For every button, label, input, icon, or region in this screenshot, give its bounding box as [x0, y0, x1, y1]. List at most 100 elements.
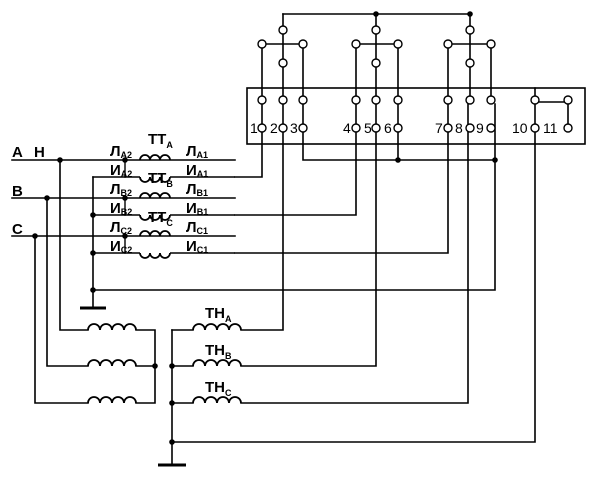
ct-a: [124, 154, 235, 183]
svg-text:ТНA: ТНA: [205, 305, 232, 324]
terminal-t6-upper-icon: [393, 95, 403, 105]
ct-b-i1-sub: B1: [197, 207, 209, 217]
vt-c-phase: C: [225, 388, 232, 398]
svg-text:ИC1: ИC1: [186, 238, 208, 255]
bus-dot-6: [395, 157, 401, 163]
ct-bus-dot-c: [90, 250, 96, 256]
ct-c: [124, 230, 235, 259]
terminal-group-a-mid-icon: [278, 58, 288, 68]
ct-a-l1-sub: A1: [197, 150, 209, 160]
terminal-group-b-right-icon: [393, 39, 403, 49]
svg-text:ИB1: ИB1: [186, 200, 208, 217]
terminal-7-label: 7: [435, 120, 443, 136]
ct-a-secondary-wires: [124, 160, 235, 178]
terminal-t7-upper-icon: [443, 95, 453, 105]
svg-text:ИB2: ИB2: [110, 200, 132, 217]
terminal-t3-upper-icon: [298, 95, 308, 105]
vt-a-secondary-coil: [192, 323, 242, 331]
terminal-t5-icon: [371, 123, 381, 133]
bus-terminals-3-6-9: [302, 103, 496, 161]
ct-return-to-terminal-9: [92, 103, 496, 291]
group-a-links: [261, 33, 304, 99]
terminal-5-label: 5: [364, 120, 372, 136]
terminal-11-label: 11: [543, 120, 558, 136]
svg-text:ЛA1: ЛA1: [186, 143, 208, 160]
terminal-top-link-c-icon: [465, 25, 475, 35]
terminal-t1-icon: [257, 123, 267, 133]
terminal-10-label: 10: [512, 120, 528, 136]
ct-a-l2-sub: A2: [121, 150, 133, 160]
vt-a-primary-coil: [87, 323, 137, 331]
terminal-t9-upper-icon: [486, 95, 496, 105]
terminal-t1-upper-icon: [257, 95, 267, 105]
ct-a-i1-sub: A1: [197, 169, 209, 179]
ct-b-i2-sub: B2: [121, 207, 133, 217]
svg-text:ЛC1: ЛC1: [186, 219, 208, 236]
vt-b-phase: B: [225, 351, 232, 361]
terminal-group-c-mid-icon: [465, 58, 475, 68]
terminal-4-label: 4: [343, 120, 351, 136]
ct-c-secondary-wires: [124, 236, 235, 254]
ct-c-l1-sub: C1: [197, 226, 209, 236]
terminal-block-top-links: [261, 11, 569, 128]
terminal-2-label: 2: [270, 120, 278, 136]
vt-b-primary-lead: [46, 197, 89, 367]
vt-b-secondary-coil: [192, 359, 242, 367]
terminal-t11-icon: [563, 123, 573, 133]
top-link-dot-right: [467, 11, 473, 17]
vt-c-primary-coil: [87, 396, 137, 404]
ct-c-phase: C: [166, 218, 173, 228]
svg-text:ЛB1: ЛB1: [186, 181, 208, 198]
ct-c-i1-sub: C1: [197, 245, 209, 255]
terminal-3-label: 3: [290, 120, 298, 136]
svg-text:ТНB: ТНB: [205, 342, 232, 361]
ct-secondary-leads: [234, 103, 449, 254]
terminal-t10-icon: [530, 123, 540, 133]
terminal-t3-icon: [298, 123, 308, 133]
ct-c-l1: Л: [186, 219, 197, 236]
svg-text:ЛB2: ЛB2: [110, 181, 132, 198]
bus-dot-9: [492, 157, 498, 163]
ct-a-junction: [122, 157, 128, 163]
ct-b-junction: [122, 195, 128, 201]
ct-c-i2: И: [110, 238, 121, 255]
ct-a-secondary-coil: [139, 176, 171, 183]
vt-c-primary-lead: [34, 235, 89, 404]
terminal-group-b-left-icon: [351, 39, 361, 49]
terminal-t4-upper-icon: [351, 95, 361, 105]
svg-text:ИA1: ИA1: [186, 162, 208, 179]
terminal-group-c-right-icon: [486, 39, 496, 49]
terminal-t5-upper-icon: [371, 95, 381, 105]
ct-a-i2-sub: A2: [121, 169, 133, 179]
ct-b-primary-coil: [139, 192, 171, 199]
ct-b-name: ТТ: [148, 170, 166, 187]
terminal-t2-upper-icon: [278, 95, 288, 105]
terminal-6-label: 6: [384, 120, 392, 136]
svg-text:ТТA: ТТA: [148, 131, 173, 150]
terminal-8-label: 8: [455, 120, 463, 136]
terminal-numbers: 1 2 3 4 5 6 7 8 9 10 11: [250, 120, 558, 136]
terminal-top-link-b-icon: [371, 25, 381, 35]
terminal-group-a-right-icon: [298, 39, 308, 49]
ct-b-i1: И: [186, 200, 197, 217]
ct-c-primary-coil: [139, 230, 171, 237]
ct-a-name: ТТ: [148, 131, 166, 148]
terminal-t4-icon: [351, 123, 361, 133]
ct-c-i2-sub: C2: [121, 245, 133, 255]
vt-a-phase: A: [225, 314, 232, 324]
svg-text:ЛC2: ЛC2: [110, 219, 132, 236]
svg-text:ИC2: ИC2: [110, 238, 132, 255]
vt-c-secondary-coil: [192, 396, 242, 404]
svg-text:ТТB: ТТB: [148, 170, 173, 189]
ct-a-to-terminal-1: [234, 103, 263, 178]
ct-c-secondary-coil: [139, 252, 171, 259]
ct-b-phase: B: [166, 179, 173, 189]
terminal-group-c-left-icon: [443, 39, 453, 49]
vt-primary-wiring: [32, 157, 158, 404]
ct-b-l2: Л: [110, 181, 121, 198]
phase-b-label: B: [12, 183, 23, 200]
ct-c-to-terminal-7: [234, 103, 449, 254]
ct-b-l2-sub: B2: [121, 188, 133, 198]
ct-c-i1: И: [186, 238, 197, 255]
vt-a-to-terminal-2: [240, 103, 284, 331]
